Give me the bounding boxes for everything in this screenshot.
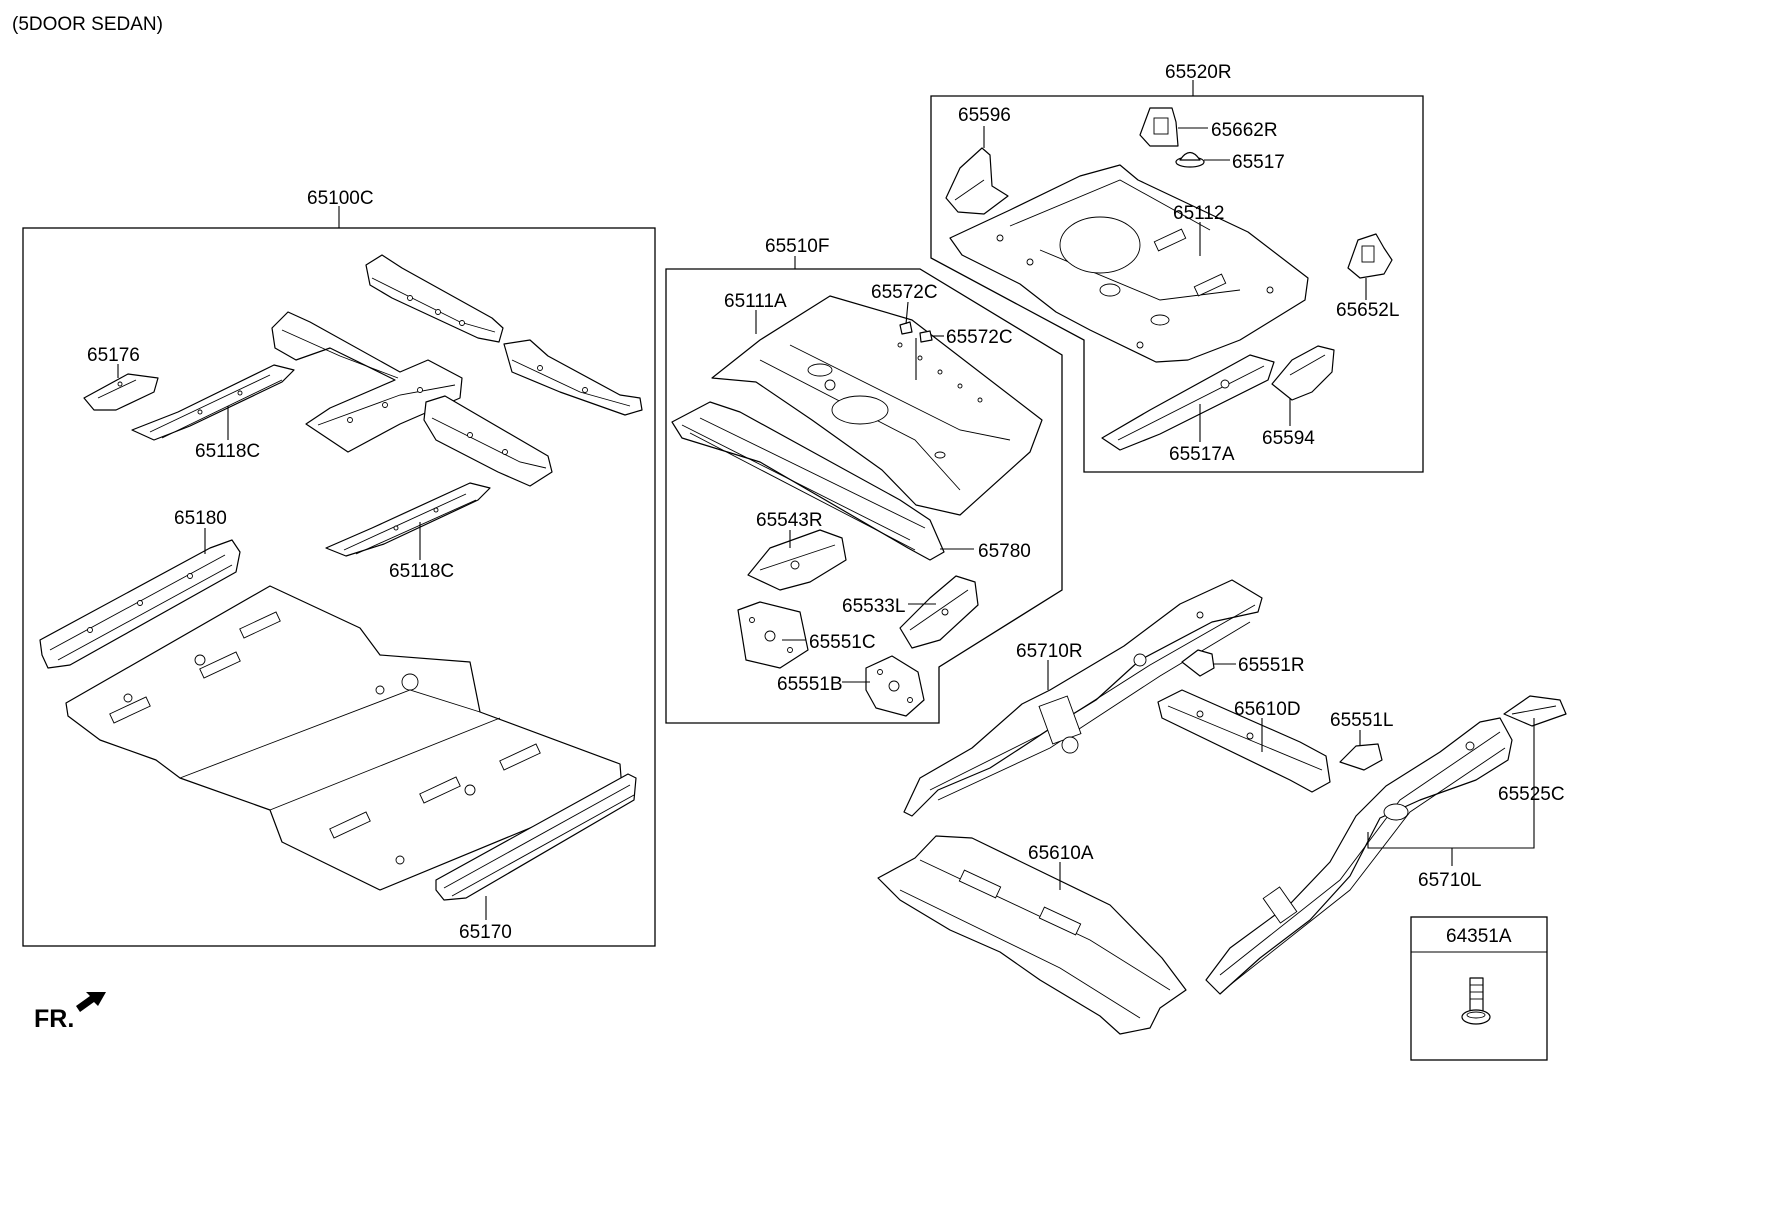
label-65594[interactable]: 65594 [1262, 428, 1315, 449]
label-65111A[interactable]: 65111A [724, 291, 787, 312]
group-front-floor: 65100C [22, 188, 656, 947]
bolt-64351A[interactable] [1461, 977, 1491, 1025]
label-65112[interactable]: 65112 [1173, 203, 1224, 224]
part-65525C[interactable] [1503, 695, 1567, 727]
label-65543R[interactable]: 65543R [756, 510, 823, 531]
label-65596[interactable]: 65596 [958, 105, 1011, 126]
part-65112[interactable] [949, 164, 1309, 363]
part-front-floor-pan[interactable] [65, 585, 623, 891]
part-front-crossmember-right[interactable] [503, 339, 643, 416]
part-65533L[interactable] [899, 575, 979, 649]
label-65551C[interactable]: 65551C [809, 632, 876, 653]
label-65551L[interactable]: 65551L [1330, 710, 1393, 731]
part-65780[interactable] [671, 401, 945, 561]
part-65594[interactable] [1271, 345, 1335, 401]
label-65525C[interactable]: 65525C [1498, 784, 1565, 805]
label-65180[interactable]: 65180 [174, 508, 227, 529]
part-65118C-lower[interactable] [325, 482, 491, 557]
part-65551L[interactable] [1339, 743, 1383, 771]
label-65610D[interactable]: 65610D [1234, 699, 1301, 720]
part-65551B[interactable] [865, 655, 925, 717]
part-65551R[interactable] [1181, 649, 1215, 677]
label-65551B[interactable]: 65551B [777, 674, 843, 695]
label-65662R[interactable]: 65662R [1211, 120, 1278, 141]
group-label-65100C[interactable]: 65100C [307, 188, 374, 209]
label-65517A[interactable]: 65517A [1169, 444, 1235, 465]
label-65517[interactable]: 65517 [1232, 152, 1285, 173]
group-box-center-floor [665, 268, 1063, 724]
label-65610A[interactable]: 65610A [1028, 843, 1094, 864]
label-65710L[interactable]: 65710L [1418, 870, 1481, 891]
label-65118C-lower[interactable]: 65118C [389, 561, 454, 582]
part-65543R[interactable] [747, 529, 847, 591]
part-65596[interactable] [945, 147, 1009, 215]
part-65610D[interactable] [1157, 689, 1331, 793]
label-65533L[interactable]: 65533L [842, 596, 905, 617]
part-65572C-clip-b[interactable] [919, 330, 933, 343]
part-65517[interactable] [1175, 151, 1205, 168]
group-label-65510F[interactable]: 65510F [765, 236, 829, 257]
label-65551R[interactable]: 65551R [1238, 655, 1305, 676]
front-direction-label: FR. [34, 1005, 74, 1033]
part-65610A[interactable] [877, 835, 1187, 1035]
part-front-crossmember-center[interactable] [271, 311, 463, 453]
part-65710L[interactable] [1205, 717, 1513, 995]
part-65662R[interactable] [1139, 107, 1179, 147]
group-label-65520R[interactable]: 65520R [1165, 62, 1232, 83]
label-65176[interactable]: 65176 [87, 345, 140, 366]
label-65652L[interactable]: 65652L [1336, 300, 1399, 321]
label-65170[interactable]: 65170 [459, 922, 512, 943]
leader-lines [117, 126, 1535, 920]
label-65572C-b[interactable]: 65572C [946, 327, 1013, 348]
part-65551C[interactable] [737, 601, 809, 669]
part-front-crossmember-rear[interactable] [423, 395, 553, 487]
group-label-64351A[interactable]: 64351A [1446, 926, 1512, 947]
part-65572C-clip-a[interactable] [899, 321, 913, 335]
part-labels: 65176 65118C 65118C 65180 65170 65111A 6… [87, 105, 1565, 943]
part-65170[interactable] [435, 773, 637, 901]
part-65118C-upper[interactable] [131, 364, 295, 441]
label-65710R[interactable]: 65710R [1016, 641, 1083, 662]
front-direction-indicator: FR. [34, 992, 106, 1033]
part-front-crossmember-upper[interactable] [365, 254, 504, 343]
part-65652L[interactable] [1347, 233, 1393, 279]
part-65710R[interactable] [903, 579, 1263, 817]
group-box-rear-floor [930, 95, 1424, 473]
part-65180[interactable] [39, 539, 241, 669]
group-rear-floor: 65520R [930, 62, 1424, 473]
group-box-bolt [1410, 916, 1548, 1061]
label-65780[interactable]: 65780 [978, 541, 1031, 562]
group-center-floor: 65510F [665, 236, 1063, 724]
part-65111A[interactable] [711, 295, 1043, 516]
model-title: (5DOOR SEDAN) [12, 14, 163, 35]
label-65572C-a[interactable]: 65572C [871, 282, 938, 303]
part-65176[interactable] [83, 373, 159, 411]
label-65118C-upper[interactable]: 65118C [195, 441, 260, 462]
group-bolt: 64351A [1410, 916, 1548, 1061]
part-65517A[interactable] [1101, 354, 1275, 451]
front-arrow-icon [76, 992, 106, 1012]
